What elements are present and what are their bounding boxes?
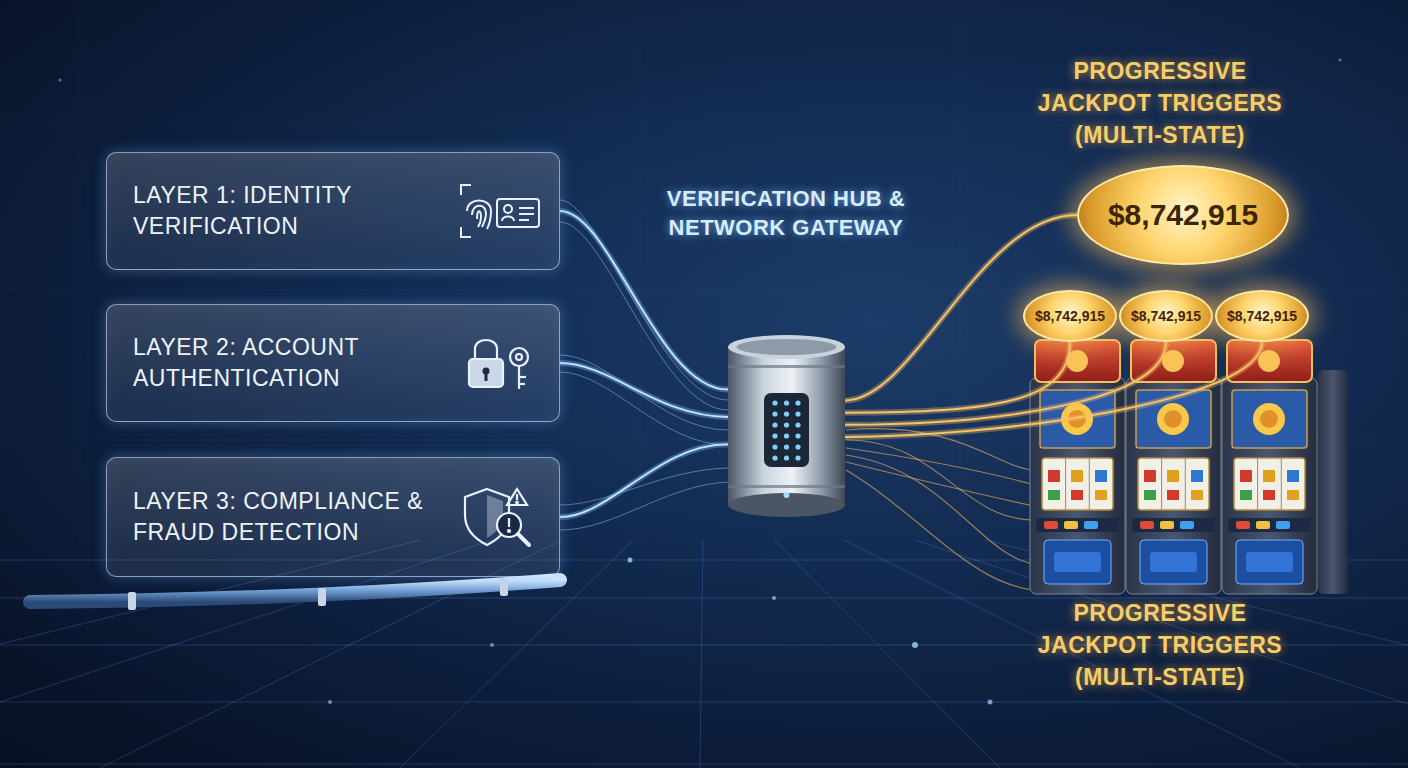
layer-icon [457,331,543,395]
layer-box: LAYER 3: COMPLIANCE & FRAUD DETECTION [106,457,560,577]
connector [845,342,1070,413]
jackpot-bubble: $8,742,915 [1023,290,1117,342]
padlock-key-icon [457,331,543,395]
cable [30,578,560,610]
hub-cylinder [728,335,845,517]
shield-magnifier-icon [457,485,543,549]
layer-label: LAYER 1: IDENTITY VERIFICATION [133,180,463,242]
jackpot-bubble: $8,742,915 [1077,165,1289,265]
connector-glow [560,363,728,417]
connector [845,342,1262,437]
layer-icon [457,485,543,549]
jackpot-amount: $8,742,915 [1108,198,1258,232]
connector [560,444,728,517]
blue-strands [560,200,728,530]
connector-glow [560,444,728,517]
fingerprint-id-icon [457,179,543,243]
hub-label: VERIFICATION HUB & NETWORK GATEWAY [636,185,936,242]
slot-machines [1030,340,1348,594]
hub-device: VERIFICATION HUB & NETWORK GATEWAY [728,335,845,517]
slot-machine-edge [1318,370,1348,594]
jackpot-bubble: $8,742,915 [1119,290,1213,342]
jackpot-amount: $8,742,915 [1131,308,1201,324]
jackpot-amount: $8,742,915 [1035,308,1105,324]
connector [560,363,728,417]
section-label: PROGRESSIVE JACKPOT TRIGGERS (MULTI-STAT… [1025,55,1295,152]
slot-machine [1030,340,1125,594]
layer-label: LAYER 2: ACCOUNT AUTHENTICATION [133,332,463,394]
layer-icon [457,179,543,243]
layer-box: LAYER 2: ACCOUNT AUTHENTICATION [106,304,560,422]
jackpot-amount: $8,742,915 [1227,308,1297,324]
layer-box: LAYER 1: IDENTITY VERIFICATION [106,152,560,270]
section-label: PROGRESSIVE JACKPOT TRIGGERS (MULTI-STAT… [1025,597,1295,694]
connector-glow [845,342,1070,413]
jackpot-bubble: $8,742,915 [1215,290,1309,342]
connector-glow [845,342,1262,437]
slot-machine [1222,340,1317,594]
glow-dots [59,59,1342,705]
layer-label: LAYER 3: COMPLIANCE & FRAUD DETECTION [133,486,463,548]
